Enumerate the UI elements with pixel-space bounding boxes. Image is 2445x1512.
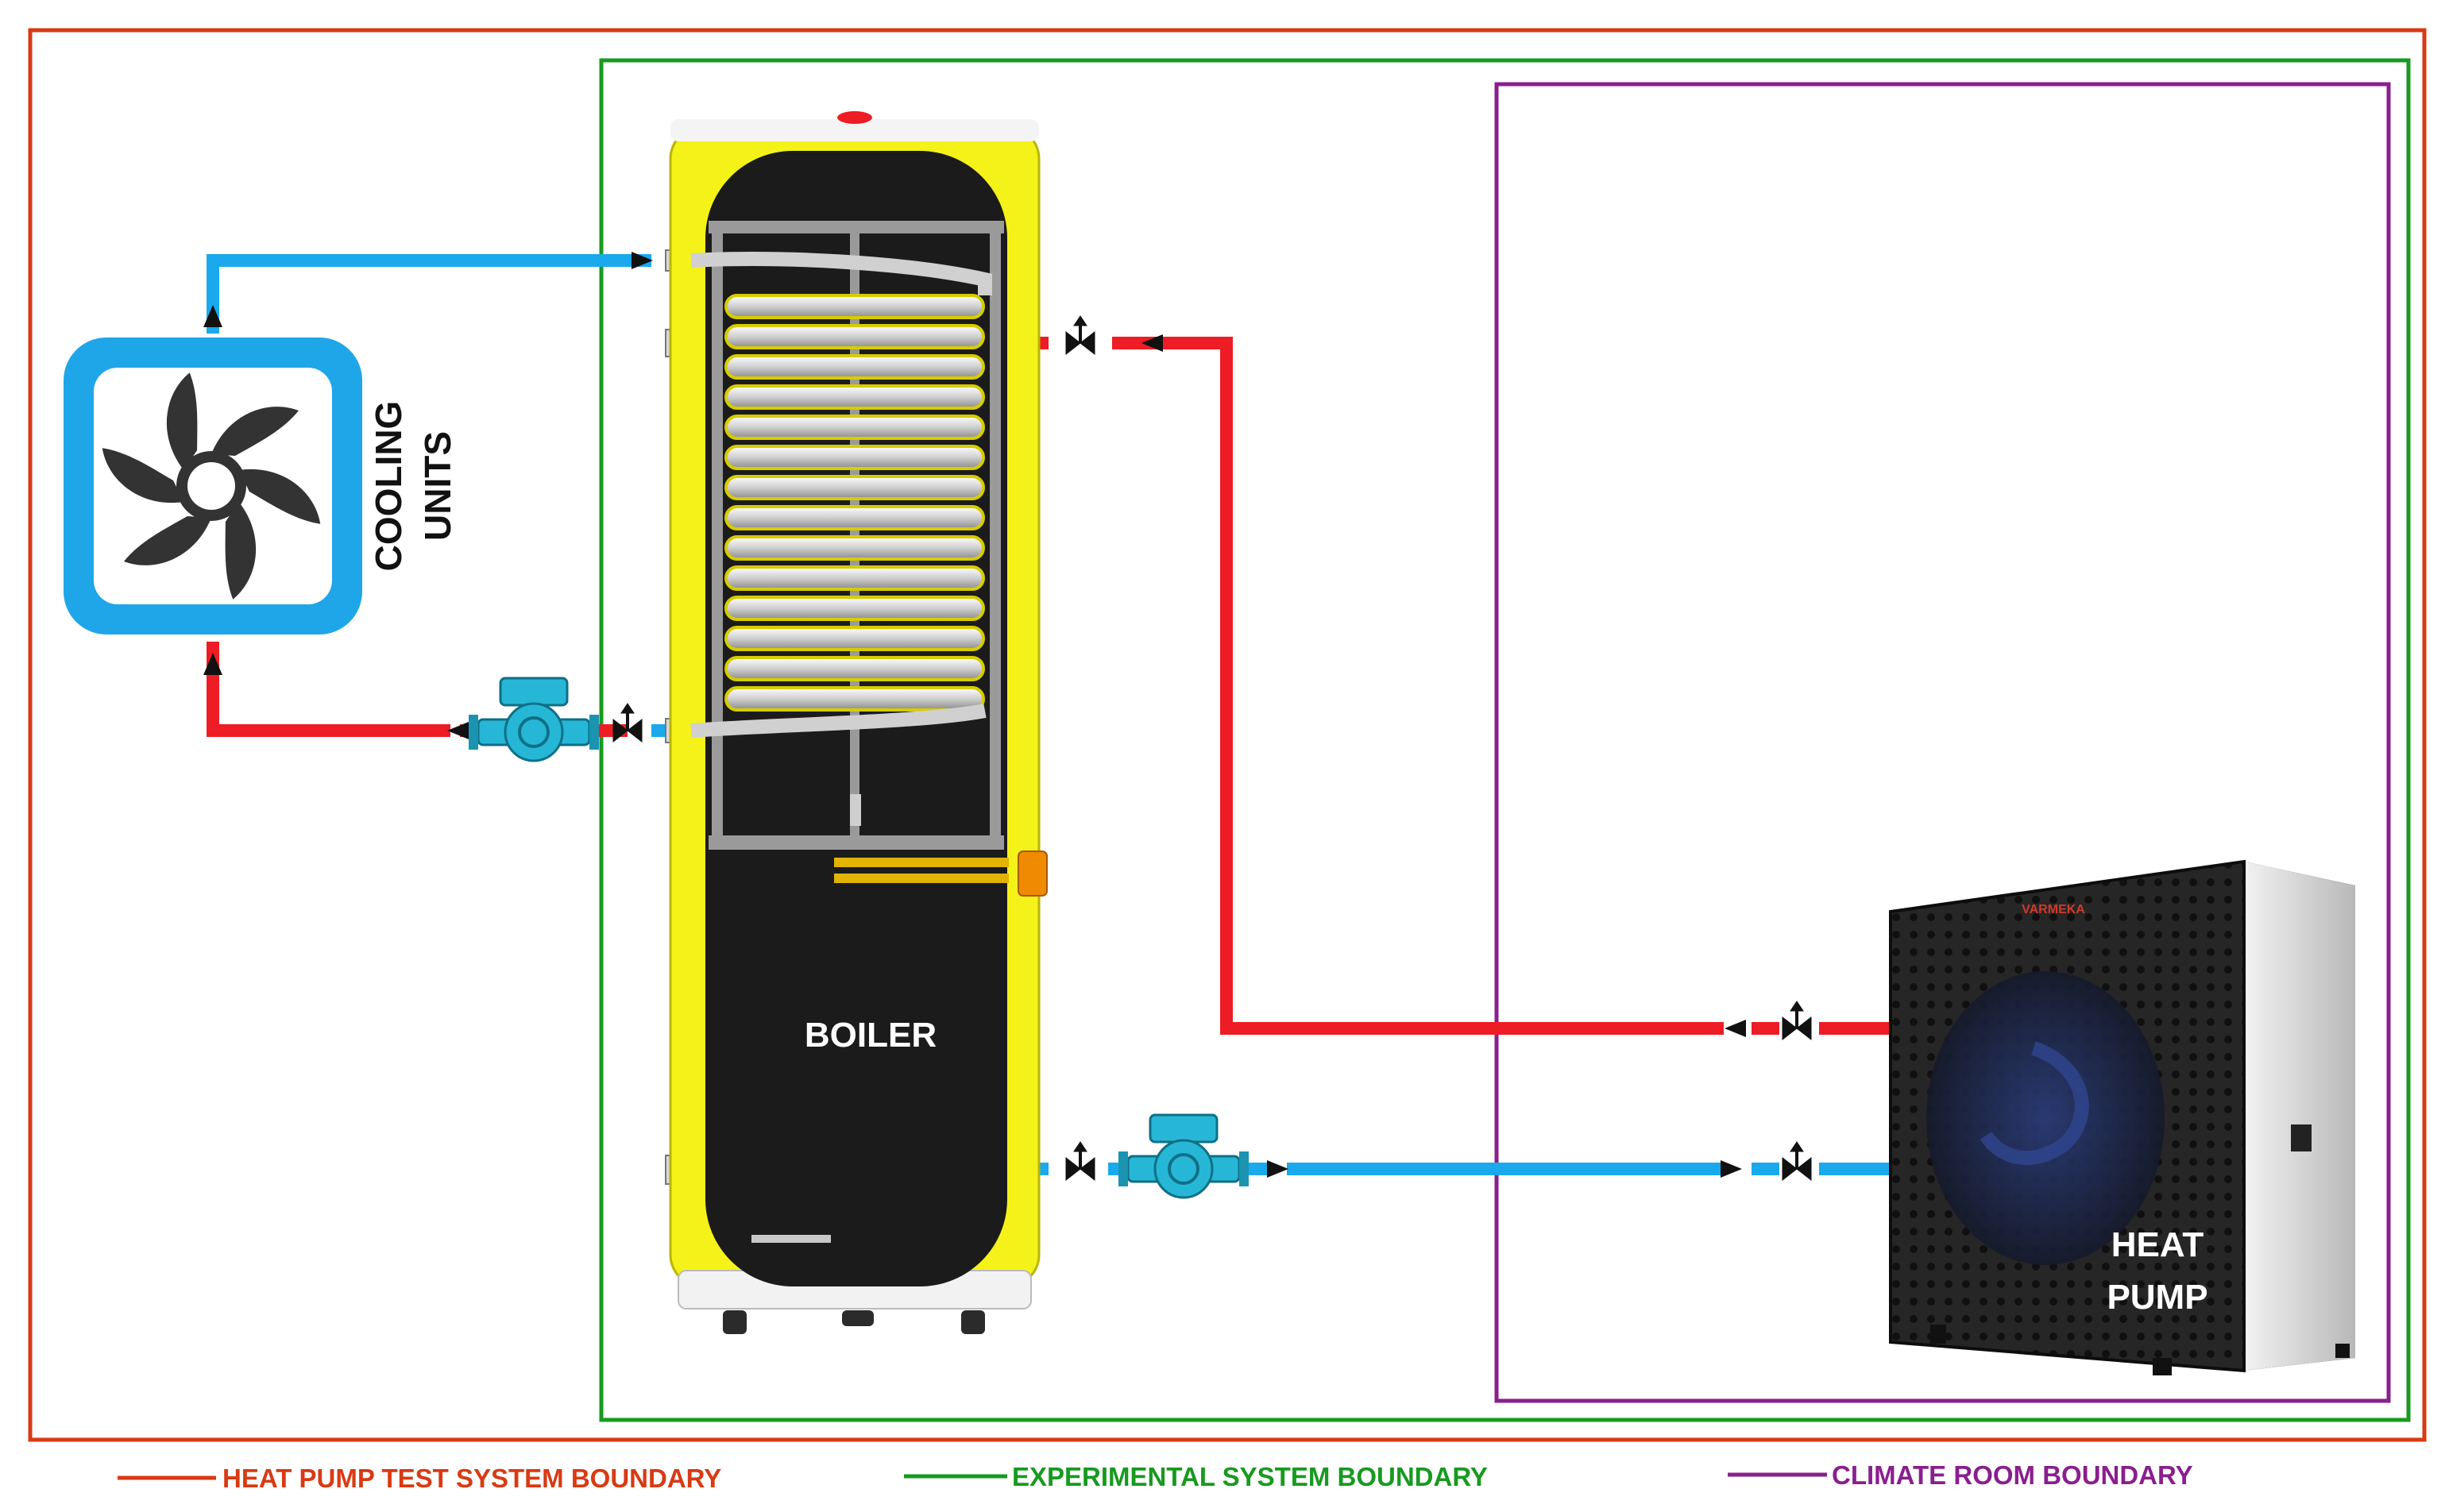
legend-item-experimental-boundary: EXPERIMENTAL SYSTEM BOUNDARY [904,1462,1488,1491]
cooling-units-label-line1: COOLING [368,401,409,572]
pipe-cooling-supply [207,254,651,334]
cooling-units-label-line2: UNITS [417,431,458,541]
legend-item-test-boundary: HEAT PUMP TEST SYSTEM BOUNDARY [118,1464,721,1493]
pipe-cooling-return [207,642,433,737]
valve-icon [612,315,1812,1182]
heat-exchanger-coil [690,252,992,738]
circulation-pump-icon [1118,1113,1249,1199]
heat-pump-brand: VARMEKA [2022,903,2085,916]
boiler-label: BOILER [805,1016,937,1055]
heat-pump: VARMEKA HEAT PUMP [1889,859,2355,1375]
legend-item-climate-room-boundary: CLIMATE ROOM BOUNDARY [1728,1460,2193,1490]
flow-arrow-icon [203,252,1746,1178]
legend-label: EXPERIMENTAL SYSTEM BOUNDARY [1012,1462,1488,1491]
legend-label: CLIMATE ROOM BOUNDARY [1832,1460,2193,1490]
legend: HEAT PUMP TEST SYSTEM BOUNDARY EXPERIMEN… [118,1460,2193,1493]
experimental-system-boundary [599,58,2411,1422]
fan-icon [102,372,321,600]
circulation-pump-icon [469,677,599,762]
heat-pump-label-line2: PUMP [2107,1278,2207,1317]
climate-room-boundary [1494,82,2391,1403]
boiler: BOILER [665,111,1048,1334]
cooling-unit [64,338,362,634]
pipe-heat-pump-hot [1138,337,1724,1035]
heat-pump-label-line1: HEAT [2111,1225,2204,1264]
legend-label: HEAT PUMP TEST SYSTEM BOUNDARY [222,1464,721,1493]
heat-pump-test-boundary [28,28,2427,1442]
